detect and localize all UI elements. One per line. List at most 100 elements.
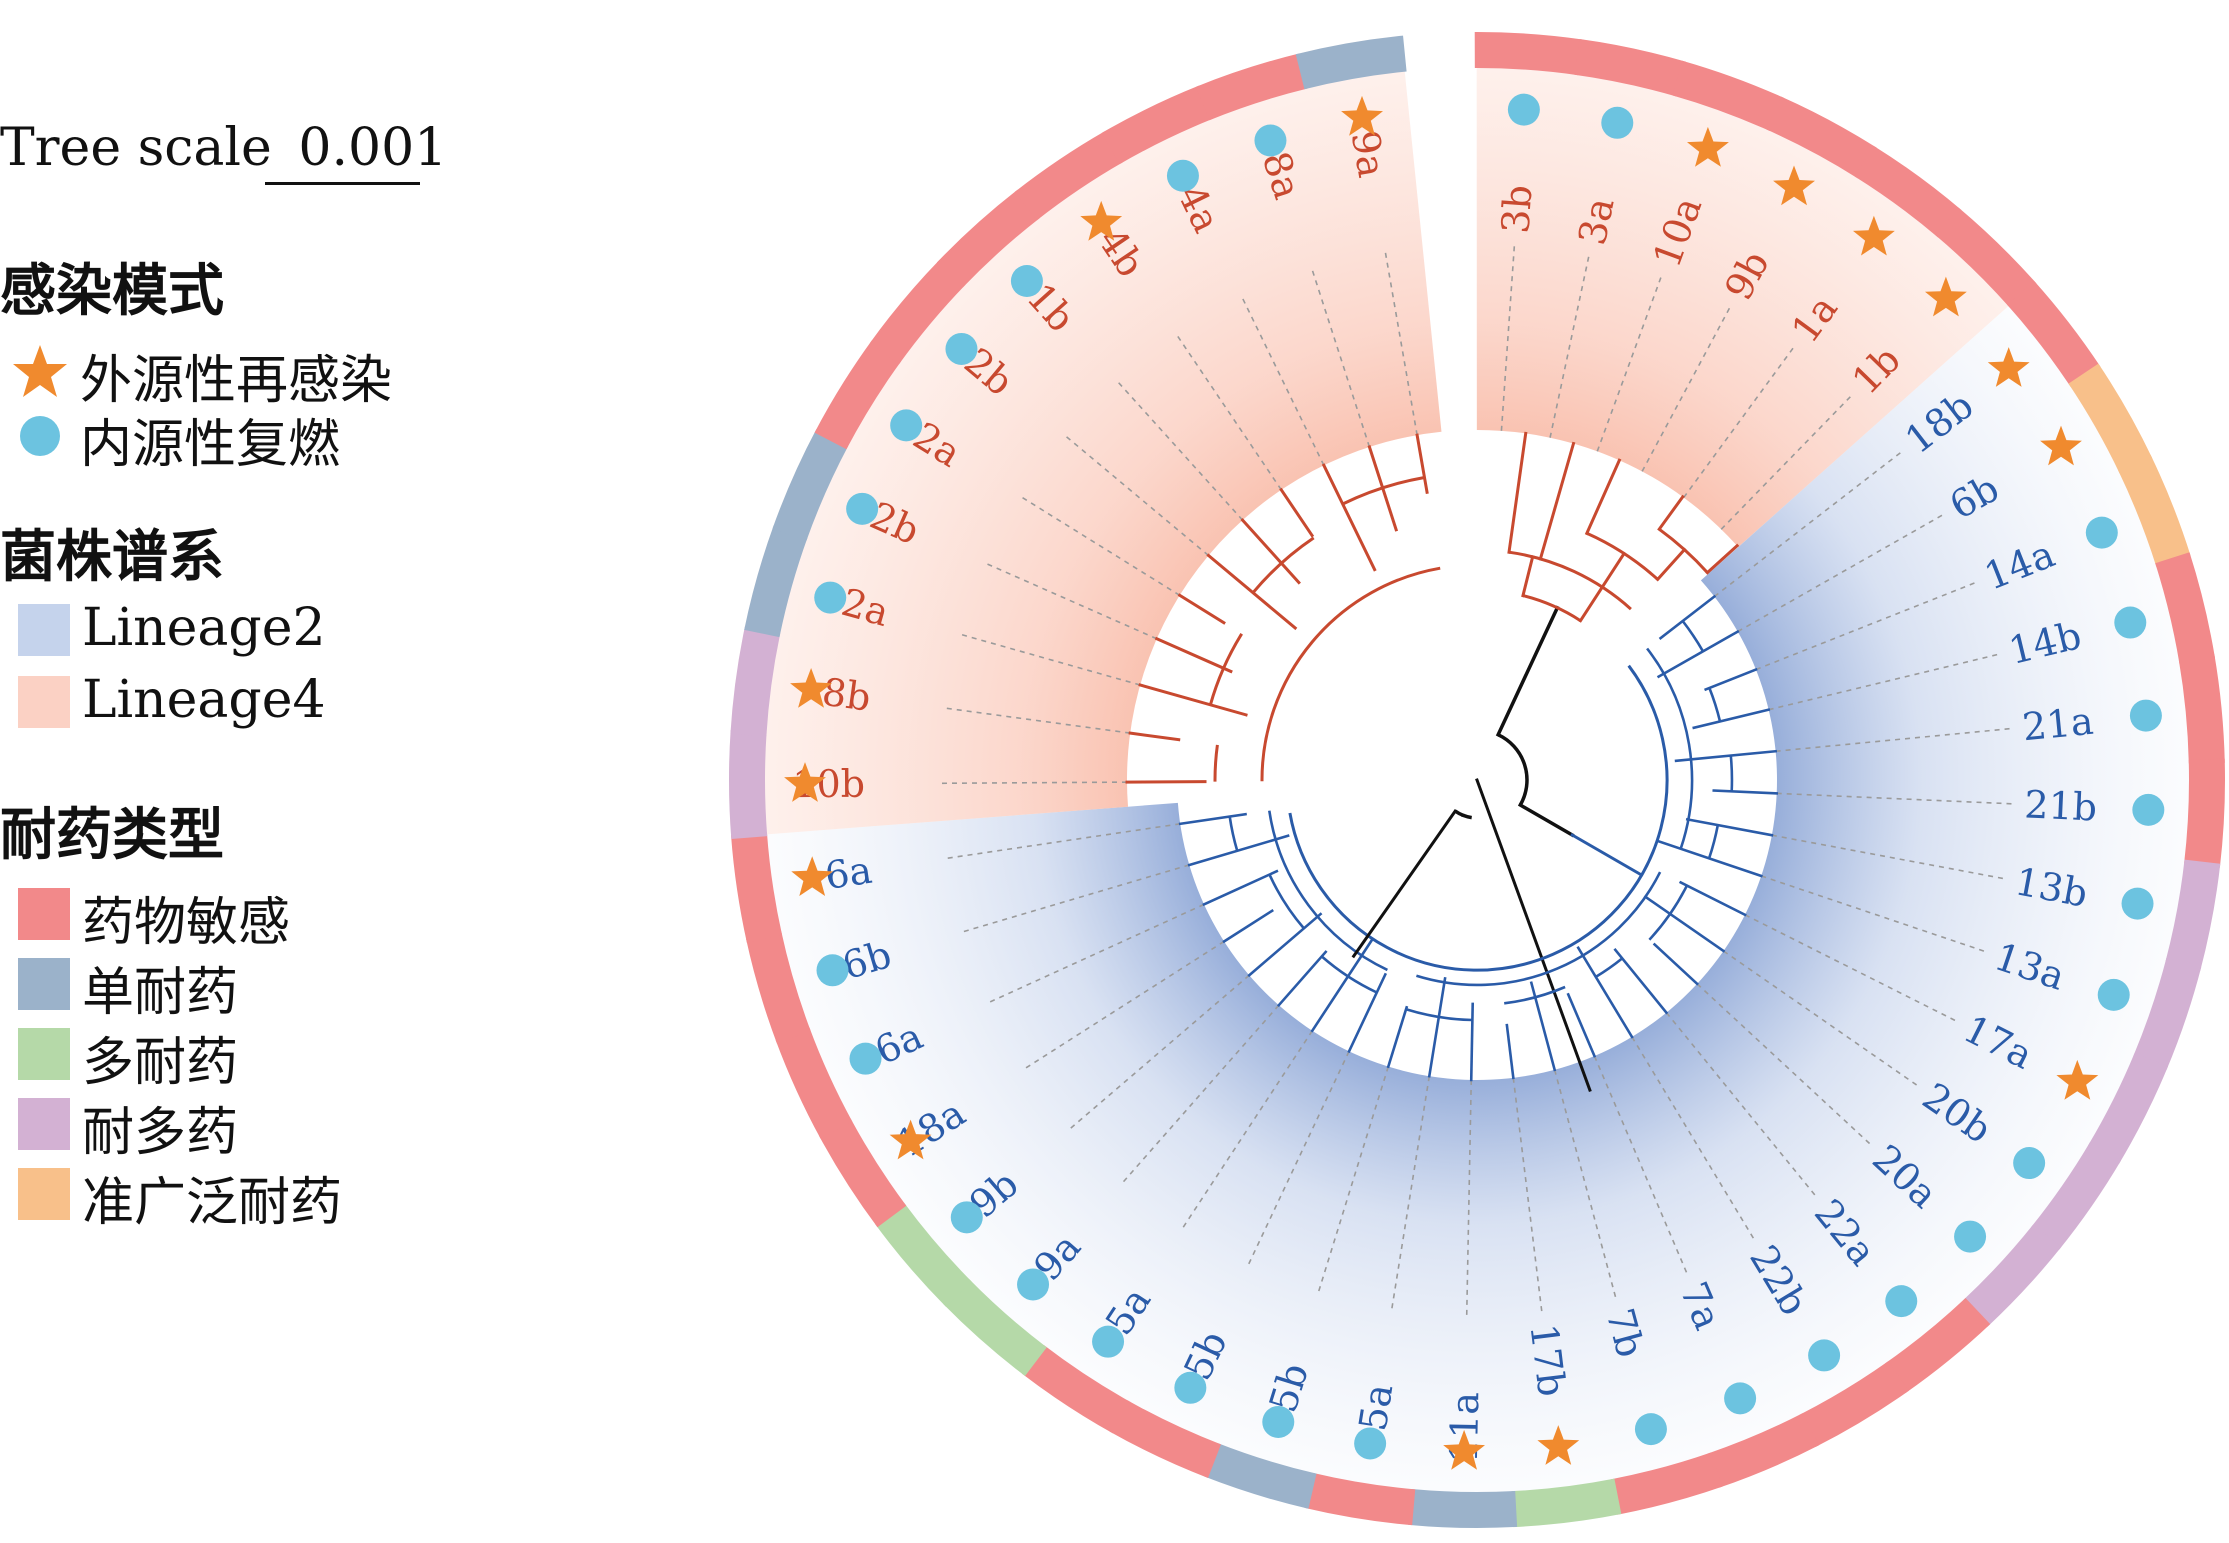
mono-resistant-swatch [18, 958, 70, 1010]
branch [1674, 749, 1778, 763]
resistance-segment [2155, 552, 2216, 665]
lineage2-clade-background [731, 282, 2225, 1529]
circle-icon [1010, 264, 1043, 297]
branch [1566, 992, 1597, 1058]
leaf-label: 17b [1521, 1321, 1573, 1398]
resistance-segment [1799, 1361, 1909, 1447]
circle-icon [950, 1201, 983, 1234]
resistance-segment [744, 525, 808, 638]
branch [1427, 976, 1447, 1078]
branch [1187, 834, 1290, 867]
circle-icon [1254, 124, 1287, 157]
circle-icon [1174, 1371, 1207, 1404]
leaf-label: 8b [819, 670, 873, 720]
star-icon [2056, 1059, 2099, 1100]
resistance-segment [936, 189, 1040, 288]
resistance-legend-title: 耐药类型 [0, 802, 224, 868]
branch [1208, 633, 1243, 706]
circle-icon [2114, 606, 2147, 639]
resistance-segment [875, 1202, 972, 1307]
branch [1576, 946, 1634, 1039]
circle-icon [1507, 93, 1540, 126]
circle-icon [2129, 699, 2162, 732]
resistance-segment [1935, 207, 2037, 308]
circle-icon [1092, 1325, 1125, 1358]
branch [1128, 731, 1181, 742]
lineage-legend-title: 菌株谱系 [0, 524, 224, 590]
branch [1497, 733, 1529, 806]
leaf-label: 3b [1493, 183, 1540, 234]
circle-icon [846, 492, 879, 525]
circle-icon [816, 954, 849, 987]
branch [1712, 789, 1779, 795]
drug-sensitive-swatch [18, 888, 70, 940]
star-icon [1773, 165, 1815, 206]
branch [1504, 985, 1566, 1005]
branch [1678, 880, 1747, 917]
circle-icon [1954, 1220, 1987, 1253]
mdr-swatch [18, 1098, 70, 1150]
resistance-segment [2165, 859, 2221, 971]
branch [1521, 555, 1535, 598]
resistance-segment [1707, 1413, 1820, 1488]
resistance-segment [1885, 1297, 1991, 1393]
branch [1347, 972, 1388, 1054]
resistance-segment [772, 429, 849, 541]
leaf-label: 5a [1351, 1381, 1402, 1434]
resistance-segment [1854, 145, 1962, 238]
branch [1495, 605, 1560, 738]
star-icon [1537, 1425, 1580, 1465]
leaf-guide [1500, 246, 1516, 431]
branch [1268, 874, 1305, 930]
branch [1507, 431, 1528, 554]
legend-label-poly-resistant: 多耐药 [82, 1033, 239, 1093]
resistance-segment [2088, 1052, 2168, 1164]
branch [1538, 441, 1576, 561]
leaf-guide [1177, 336, 1282, 491]
branch [1351, 809, 1458, 959]
star-icon [784, 762, 826, 802]
lineage4-swatch [18, 676, 70, 728]
resistance-segment [869, 259, 966, 365]
circle-icon [1166, 159, 1199, 192]
leaf-guide [1720, 396, 1851, 530]
branch [1707, 824, 1720, 859]
star-icon [1687, 126, 1729, 167]
legend-label-exogenous: 外源性再感染 [80, 351, 393, 411]
branch [1320, 955, 1378, 994]
resistance-segment [1672, 60, 1785, 131]
branch [1595, 957, 1624, 979]
circle-icon [1262, 1405, 1295, 1438]
circle-icon [1724, 1382, 1757, 1415]
resistance-segment [775, 1027, 853, 1139]
branch [1681, 620, 1705, 653]
branch [1508, 550, 1632, 611]
star-icon [2040, 425, 2082, 466]
circle-icon [1808, 1339, 1841, 1372]
resistance-segment [1962, 1224, 2062, 1327]
branch [1708, 687, 1722, 722]
branch [1247, 912, 1323, 978]
star-icon [1925, 276, 1967, 317]
pre-xdr-swatch [18, 1168, 70, 1220]
circle-icon [2013, 1147, 2046, 1180]
resistance-segment [2007, 280, 2101, 387]
infection-legend-title: 感染模式 [0, 258, 224, 324]
resistance-segment [1021, 1345, 1131, 1434]
resistance-segment [943, 1278, 1047, 1377]
legend-label-lineage4: Lineage4 [82, 670, 326, 730]
circle-icon [20, 416, 60, 456]
branch [1652, 942, 1699, 986]
branch [1213, 744, 1219, 782]
leaf-guide [1683, 347, 1794, 499]
resistance-segment [2068, 363, 2153, 474]
poly-resistant-swatch [18, 1028, 70, 1080]
legend-label-drug-sensitive: 药物敏感 [82, 893, 291, 953]
branch [1584, 458, 1622, 536]
tree-scale-value: 0.001 [298, 118, 448, 178]
branch [1178, 812, 1247, 826]
leaf-guide [1596, 277, 1662, 452]
leaf-guide [1118, 382, 1244, 521]
resistance-segment [1574, 39, 1686, 97]
